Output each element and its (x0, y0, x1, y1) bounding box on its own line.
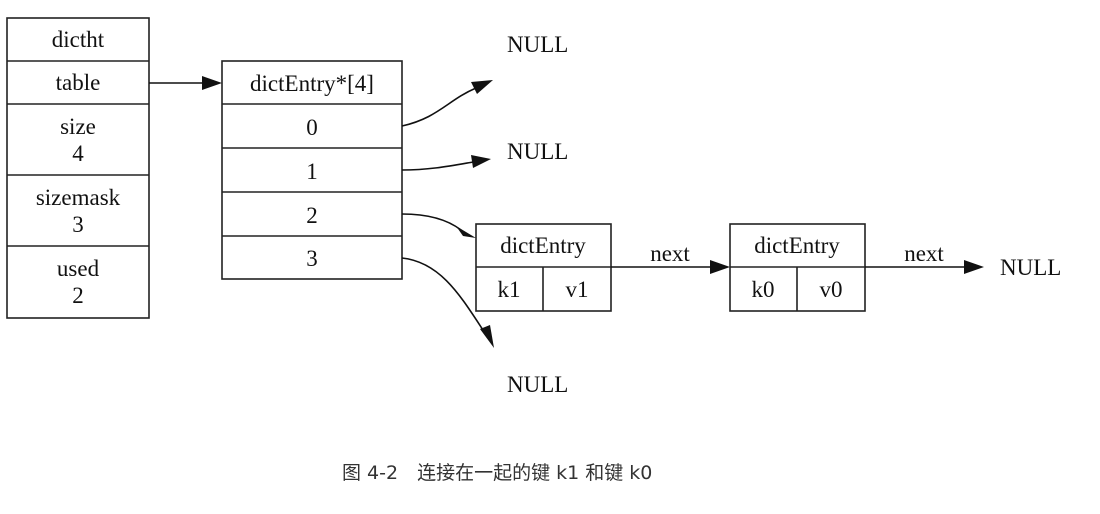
slot-2-arrowhead (456, 226, 476, 238)
slot-3-arrowhead (480, 325, 494, 348)
table-pointer-arrowhead (202, 76, 222, 90)
bucket-slot-3: 3 (306, 246, 318, 271)
bucket-array-box (221, 60, 403, 280)
dict-entry-k1-key: k1 (498, 277, 521, 302)
slot-0-arrow (401, 87, 477, 127)
dict-entry-k1-value: v1 (566, 277, 589, 302)
dictht-used-value: 2 (72, 283, 84, 308)
dict-entry-k0-title: dictEntry (754, 233, 840, 258)
dict-entry-k1-title: dictEntry (500, 233, 586, 258)
dictht-table-field: table (56, 70, 101, 95)
dict-entry-k0-value: v0 (820, 277, 843, 302)
slot-1-arrowhead (471, 155, 491, 168)
bucket-slot-0: 0 (306, 115, 318, 140)
dictht-size-label: size (60, 114, 96, 139)
dictht-struct: dictht table size 4 sizemask 3 used 2 (6, 17, 150, 319)
dict-entry-k0: dictEntry k0 v0 (729, 223, 866, 312)
slot-0-arrowhead (471, 80, 493, 94)
null-label-k0-next: NULL (1000, 255, 1061, 280)
next-label-k1: next (650, 241, 690, 266)
bucket-slot-1: 1 (306, 159, 318, 184)
dictht-box (6, 17, 150, 319)
bucket-array: dictEntry*[4] 0 1 2 3 (221, 60, 403, 280)
dictht-used-label: used (57, 256, 100, 281)
slot-2-arrow (401, 213, 462, 231)
dictht-sizemask-label: sizemask (36, 185, 121, 210)
next-arrowhead-k1-to-k0 (710, 260, 730, 274)
slot-3-arrow (401, 257, 484, 331)
pointer-arrows (149, 76, 984, 348)
next-arrowhead-k0-to-null (964, 260, 984, 274)
bucket-array-title: dictEntry*[4] (250, 71, 374, 96)
next-label-k0: next (904, 241, 944, 266)
dict-entry-k1: dictEntry k1 v1 (475, 223, 612, 312)
dictht-title: dictht (52, 27, 105, 52)
null-label-slot-0: NULL (507, 32, 568, 57)
figure-caption: 图 4-2 连接在一起的键 k1 和键 k0 (342, 462, 652, 484)
dict-entry-k0-key: k0 (752, 277, 775, 302)
dictht-size-value: 4 (72, 141, 84, 166)
null-label-slot-1: NULL (507, 139, 568, 164)
bucket-slot-2: 2 (306, 203, 318, 228)
slot-1-arrow (401, 161, 474, 171)
null-label-slot-3: NULL (507, 372, 568, 397)
dictht-sizemask-value: 3 (72, 212, 84, 237)
